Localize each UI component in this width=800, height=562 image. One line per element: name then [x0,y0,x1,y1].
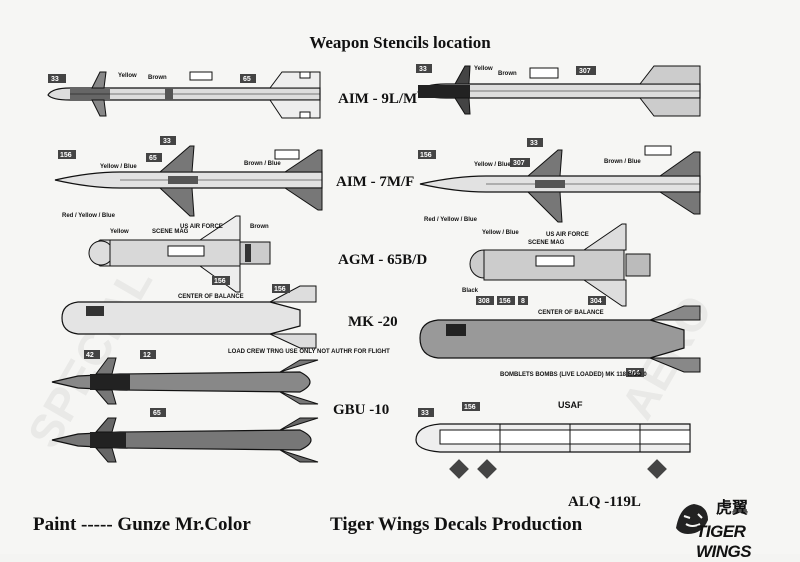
decal-number: 12 [143,352,151,359]
logo-chinese: 虎翼 [716,500,749,517]
decal-number: 65 [153,410,161,417]
label-gbu10: GBU -10 [333,402,390,418]
decal-number: 307 [513,160,525,167]
stencil-label: Yellow [474,66,493,72]
label-agm65: AGM - 65B/D [338,252,428,268]
stencil-label: CENTER OF BALANCE [538,310,604,316]
decal-number: 8 [521,298,525,305]
agm65-right-diagram: 308 156 8 304 Yellow / Blue SCENE MAG US… [424,217,651,307]
decal-number: 307 [579,68,591,75]
decal-number: 33 [419,66,427,73]
tiger-head-icon [676,504,708,534]
stencil-label: Brown [498,71,517,77]
gbu10-upper-diagram: 42 12 LOAD CREW TRNG USE ONLY NOT AUTHR … [51,349,390,405]
decal-number: 156 [464,404,476,411]
stencil-label: Red / Yellow / Blue [424,217,478,223]
stencil-label: Yellow [118,73,137,79]
stencil-label: Yellow [110,229,129,235]
stencil-label: SCENE MAG [152,229,189,235]
label-mk20: MK -20 [348,314,398,330]
stencil-label: Brown / Blue [604,159,641,165]
mk20-left-diagram: 156 CENTER OF BALANCE [61,284,317,349]
alq119-diagram: 33 156 USAF [415,400,691,479]
stencil-label: SCENE MAG [528,240,565,246]
decal-number: 304 [590,298,602,305]
decal-number: 156 [214,278,226,285]
decal-number: 33 [163,138,171,145]
decal-number: 308 [478,298,490,305]
stencil-label: BOMBLETS BOMBS (LIVE LOADED) MK 118 MOD … [500,372,647,378]
label-aim7: AIM - 7M/F [336,174,415,190]
stencil-label: US AIR FORCE [546,232,589,238]
gbu10-lower-diagram: 65 [51,408,319,463]
stencil-label: Red / Yellow / Blue [62,213,116,219]
label-aim9: AIM - 9L/M [338,91,418,107]
aim9-left-diagram: 33 65 Yellow Brown [47,71,321,119]
decal-number: 304 [628,370,640,377]
paint-note: Paint ----- Gunze Mr.Color [33,514,251,535]
decal-number: 65 [149,155,157,162]
stencil-label: Brown [250,224,269,230]
stencil-label: LOAD CREW TRNG USE ONLY NOT AUTHR FOR FL… [228,349,390,355]
page-title: Weapon Stencils location [309,33,491,52]
decal-number: 42 [86,352,94,359]
stencil-label: Brown [148,75,167,81]
aim7-right-diagram: 156 307 33 Yellow / Blue Brown / Blue [418,138,701,223]
producer-name: Tiger Wings Decals Production [330,514,583,535]
decal-number: 156 [420,152,432,159]
stencil-label: Yellow / Blue [482,230,519,236]
tiger-wings-logo: 虎翼 TIGER WINGS [668,492,786,561]
decal-number: 33 [51,76,59,83]
stencil-label: Black [462,288,479,294]
stencil-label: Brown / Blue [244,161,281,167]
label-alq119: ALQ -119L [568,494,641,510]
stencil-label: US AIR FORCE [180,224,223,230]
decal-number: 156 [274,286,286,293]
decal-number: 156 [60,152,72,159]
stencil-label: Yellow / Blue [100,164,137,170]
aim7-left-diagram: 156 65 33 Yellow / Blue Brown / Blue [54,136,323,217]
decal-number: 33 [421,410,429,417]
mk20-right-diagram: 304 CENTER OF BALANCE BOMBLETS BOMBS (LI… [419,305,701,378]
decal-number: 33 [530,140,538,147]
aim9-right-diagram: 33 307 Yellow Brown [416,64,701,117]
agm65-left-diagram: 156 Yellow SCENE MAG US AIR FORCE Brown … [62,213,271,293]
decal-number: 156 [499,298,511,305]
stencil-label: USAF [558,400,583,410]
stencil-label: Yellow / Blue [474,162,511,168]
decal-number: 65 [243,76,251,83]
stencil-label: CENTER OF BALANCE [178,294,244,300]
logo-english: TIGER WINGS [696,522,752,561]
